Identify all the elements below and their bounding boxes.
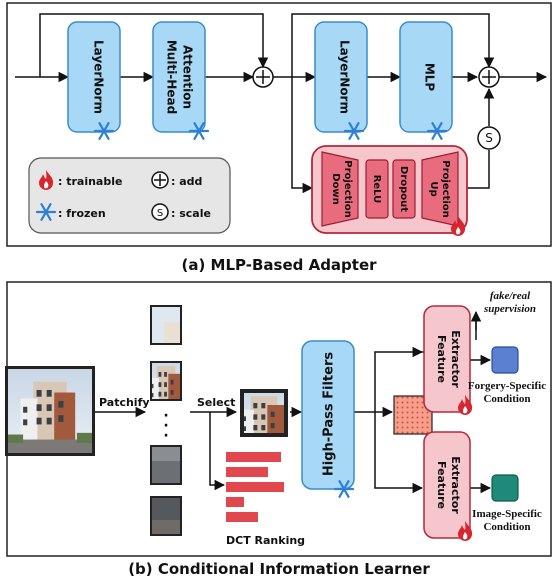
dct-ranking-chart: [226, 452, 284, 522]
select-label: Select: [197, 396, 235, 409]
feature-extractor-1: Feature Extractor: [423, 305, 473, 415]
forgery-condition-square: [491, 346, 519, 374]
image-condition-line1: Image-Specific: [472, 508, 542, 520]
patch-image: [150, 496, 182, 536]
up-projection-block: Up Projection: [421, 151, 459, 227]
scale-icon: S: [477, 126, 501, 150]
down-projection-block: Down Projection: [321, 151, 359, 227]
legend-frozen: : frozen: [58, 207, 106, 220]
panel-a-caption: (a) MLP-Based Adapter: [181, 256, 377, 274]
mha-label-line2: Attention: [181, 45, 195, 109]
scale-icon: [151, 203, 169, 221]
panel-a-connectors: [15, 13, 548, 194]
legend: : trainable : frozen : add S : scale: [28, 157, 231, 234]
fe1-line1: Feature: [435, 335, 448, 383]
mha-label-line1: Multi-Head: [165, 40, 179, 114]
legend-trainable: : trainable: [58, 175, 122, 188]
image-condition-line2: Condition: [483, 521, 530, 533]
patch-image: [150, 305, 182, 345]
legend-add: : add: [171, 175, 202, 188]
feature-extractor-2: Feature Extractor: [423, 431, 473, 541]
relu-label: ReLU: [371, 175, 382, 204]
mlp-block: MLP: [399, 21, 453, 140]
layernorm-block-2: LayerNorm: [314, 21, 368, 140]
selected-patch: [240, 389, 288, 437]
add-icon: [252, 66, 274, 88]
layernorm-block-1: LayerNorm: [67, 21, 121, 140]
image-condition-square: [491, 474, 519, 502]
legend-scale: : scale: [171, 207, 211, 220]
relu-block: ReLU: [365, 159, 389, 219]
dropout-block: Dropout: [392, 159, 416, 219]
add-icon: [151, 171, 169, 189]
fe2-line2: Extractor: [449, 456, 462, 514]
fe1-line2: Extractor: [449, 330, 462, 388]
add-icon: [478, 66, 500, 88]
adapter-module: Down Projection ReLU Dropout Up Projecti…: [311, 145, 468, 236]
patch-list: · · ·: [150, 305, 182, 536]
patch-dots: ·: [163, 408, 168, 424]
patch-image: [150, 361, 182, 401]
forgery-condition-line1: Forgery-Specific: [468, 380, 546, 392]
scale-symbol: S: [485, 131, 493, 145]
dct-bar: [226, 497, 244, 507]
up-projection-line1: Up: [428, 181, 439, 196]
up-projection-line2: Projection: [440, 160, 451, 217]
forgery-condition-line2: Condition: [483, 393, 530, 405]
legend-scale-symbol: S: [157, 208, 163, 219]
dct-bar: [226, 482, 284, 492]
hpf-label: High-Pass Filters: [322, 352, 337, 476]
patch-dots: ·: [163, 428, 168, 444]
dropout-label: Dropout: [398, 166, 409, 212]
input-image: [5, 366, 95, 456]
dct-bar: [226, 512, 258, 522]
dct-bar: [226, 452, 281, 462]
fe2-line1: Feature: [435, 461, 448, 509]
down-projection-line2: Projection: [342, 160, 353, 217]
down-projection-line1: Down: [330, 173, 341, 205]
supervision-line1: fake/real: [490, 290, 531, 302]
high-pass-filters-block: High-Pass Filters: [301, 340, 355, 498]
dct-ranking-label: DCT Ranking: [226, 534, 305, 547]
panel-b-caption: (b) Conditional Information Learner: [128, 560, 430, 578]
patchify-label: Patchify: [99, 396, 150, 409]
patch-image: [150, 445, 182, 485]
multi-head-attention-block: Multi-Head Attention: [152, 21, 210, 140]
mlp-label: MLP: [423, 63, 437, 92]
layernorm-1-label: LayerNorm: [92, 40, 106, 114]
supervision-line2: supervision: [483, 303, 536, 315]
dct-bar: [226, 467, 268, 477]
patch-dots: ·: [163, 418, 168, 434]
layernorm-2-label: LayerNorm: [338, 40, 352, 114]
